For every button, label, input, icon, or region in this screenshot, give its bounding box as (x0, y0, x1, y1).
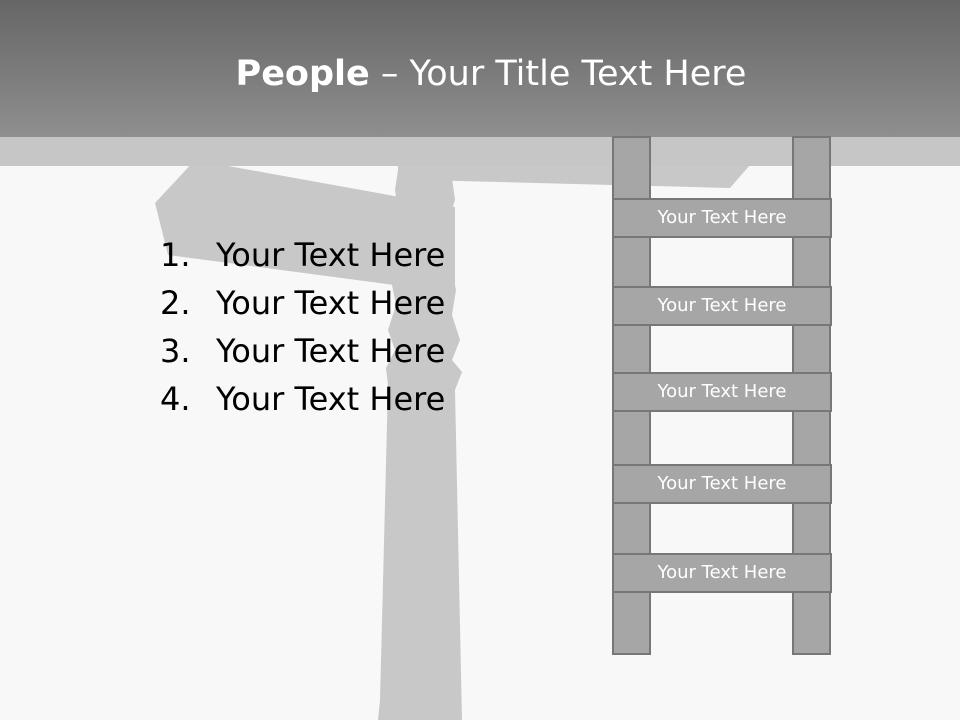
title-bold: People (235, 54, 370, 94)
list-item: 3. Your Text Here (160, 327, 445, 375)
list-number: 2. (160, 284, 191, 322)
ladder-rung: Your Text Here (612, 464, 832, 504)
ladder-rung: Your Text Here (612, 372, 832, 412)
numbered-list: 1. Your Text Here 2. Your Text Here 3. Your… (160, 231, 445, 423)
slide-title: People – Your Title Text Here (0, 52, 960, 96)
ladder-rung: Your Text Here (612, 286, 832, 326)
list-number: 1. (160, 236, 191, 274)
title-rest: – Your Title Text Here (369, 54, 747, 94)
ladder-rung: Your Text Here (612, 198, 832, 238)
list-item: 1. Your Text Here (160, 231, 445, 279)
header-band (0, 0, 960, 137)
signpost-arm-left (155, 160, 455, 293)
ladder-rung: Your Text Here (612, 553, 832, 593)
list-text: Your Text Here (216, 332, 446, 370)
list-text: Your Text Here (216, 236, 446, 274)
list-item: 4. Your Text Here (160, 375, 445, 423)
list-text: Your Text Here (216, 284, 446, 322)
list-text: Your Text Here (216, 380, 446, 418)
list-item: 2. Your Text Here (160, 279, 445, 327)
list-number: 4. (160, 380, 191, 418)
list-number: 3. (160, 332, 191, 370)
